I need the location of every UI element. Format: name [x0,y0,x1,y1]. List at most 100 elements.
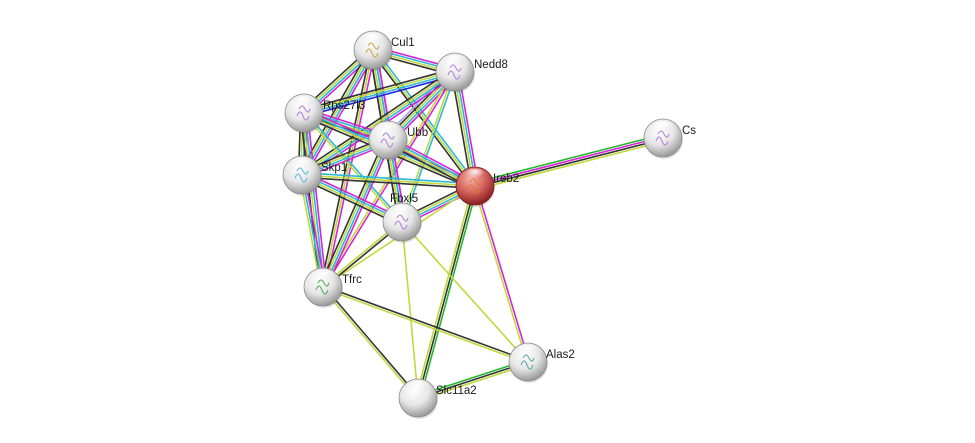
edge-line-neighborhood [473,133,663,184]
edge-ireb2-alas2[interactable] [473,185,530,363]
edge-line-experiments [457,71,480,186]
node-label: Tfrc [342,274,362,286]
edge-nedd8-rps27l3[interactable] [302,67,457,118]
node-tfrc[interactable]: Tfrc [303,267,362,308]
edge-line-experiments [304,51,377,178]
node-cul1[interactable]: Cul1 [353,30,415,71]
edge-line-experiments [475,185,530,362]
edge-skp1-ireb2[interactable] [301,171,476,190]
node-label: Nedd8 [474,59,508,71]
edge-layer [297,45,665,401]
edge-line-textmining [401,221,529,363]
edge-line-coexpression [450,72,473,187]
node-label: Cul1 [391,37,415,49]
edge-line-neighborhood [417,359,528,397]
edge-line-databases [304,72,456,115]
node-highlight [311,269,335,284]
edge-line-coexpression [370,50,474,188]
edge-line-databases [304,112,325,287]
edge-line-textmining [322,287,528,364]
node-highlight [292,95,316,110]
edge-line-textmining [400,71,455,222]
edge-line-textmining [300,49,373,175]
node-highlight [361,32,385,47]
node-highlight [651,120,675,135]
node-ubb[interactable]: Ubb [368,120,428,161]
edge-line-databases [302,50,375,176]
edge-line-experiments [325,141,392,289]
node-alas2[interactable]: Alas2 [508,342,575,383]
edge-line-coexpression [475,138,664,188]
node-highlight [443,54,467,69]
edge-line-gene_fusion [304,74,457,118]
edge-line-textmining [372,49,476,187]
edge-rps27l3-fbxl5[interactable] [302,111,404,224]
edge-line-textmining [321,287,418,400]
node-label: Ireb2 [493,173,519,185]
edge-tfrc-slc11a2[interactable] [321,285,420,400]
edge-cul1-skp1[interactable] [298,47,377,178]
node-rps27l3[interactable]: Rps27l3 [284,93,365,134]
node-layer: Cul1Nedd8Rps27l3UbbSkp1Ireb2Fbxl5TfrcAla… [282,30,696,419]
edge-fbxl5-slc11a2[interactable] [401,221,419,399]
node-skp1[interactable]: Skp1 [282,155,347,196]
edge-line-textmining [300,70,455,175]
edge-line-experiments [324,50,377,288]
edge-line-coexpression [299,68,454,173]
edge-line-textmining [401,221,419,399]
node-highlight [516,344,540,359]
node-label: Alas2 [546,349,575,361]
edge-line-experiments [306,112,328,287]
edge-nedd8-fbxl5[interactable] [400,71,457,223]
edge-line-neighborhood [419,186,478,399]
edge-line-textmining [418,363,529,401]
edge-line-coexpression [417,185,476,399]
node-highlight [390,204,414,219]
node-slc11a2[interactable]: Slc11a2 [398,378,477,419]
edge-cul1-tfrc[interactable] [319,49,377,288]
edge-line-textmining [301,174,476,187]
edge-line-databases [323,140,390,288]
edge-line-coexpression [301,176,475,190]
edge-fbxl5-alas2[interactable] [401,221,529,363]
edge-line-experiments [474,136,663,186]
edge-line-databases [402,72,457,223]
node-cs[interactable]: Cs [643,118,696,159]
edge-ireb2-slc11a2[interactable] [415,185,478,399]
edge-line-textmining [303,70,455,113]
edge-line-textmining [302,113,323,288]
edge-line-databases [302,171,476,185]
node-label: Cs [682,125,696,137]
node-label: Rps27l3 [323,100,365,112]
edge-line-coexpression [302,67,455,111]
edge-ireb2-cs[interactable] [473,133,665,191]
node-nedd8[interactable]: Nedd8 [435,52,508,93]
edge-line-textmining [321,139,388,287]
node-highlight [290,157,314,172]
node-label: Slc11a2 [436,385,477,397]
edge-line-textmining [415,185,474,398]
edge-line-coexpression [323,285,420,398]
edge-line-coexpression [323,285,529,362]
node-highlight [406,380,430,395]
edge-line-textmining [302,113,402,224]
edge-ubb-tfrc[interactable] [319,138,392,289]
node-label: Ubb [407,127,428,139]
edge-line-coexpression [319,49,372,287]
node-fbxl5[interactable]: Fbxl5 [382,193,422,243]
edge-line-textmining [473,186,528,363]
edge-line-databases [304,111,404,222]
edge-line-coexpression [299,113,321,288]
edge-rps27l3-tfrc[interactable] [299,112,328,288]
node-label: Skp1 [321,162,347,174]
node-highlight [463,168,487,183]
node-ireb2[interactable]: Ireb2 [455,166,519,207]
node-highlight [376,122,400,137]
edge-line-textmining [475,140,665,191]
edge-tfrc-alas2[interactable] [322,285,529,364]
edge-line-textmining [322,49,374,288]
edge-line-coexpression [298,47,371,174]
node-label: Fbxl5 [390,193,418,205]
edge-line-coexpression [319,138,386,286]
